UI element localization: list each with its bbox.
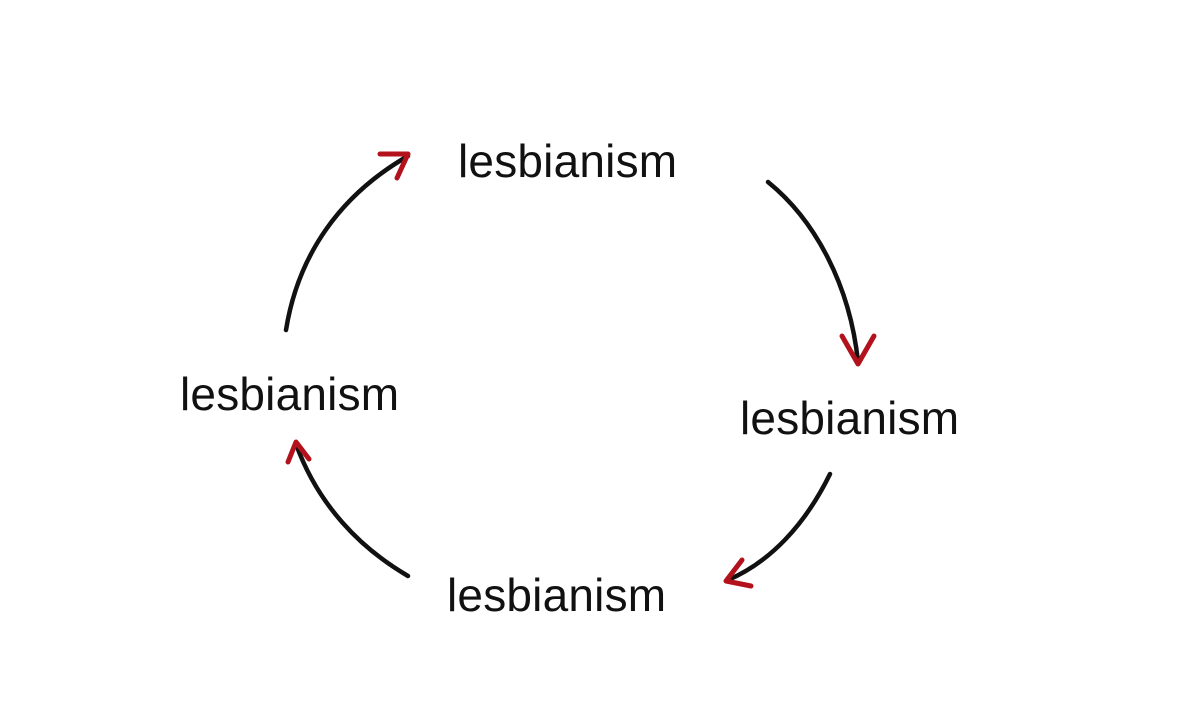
arrow-top-to-right: [765, 179, 861, 365]
arrow-right-to-bottom: [725, 471, 833, 583]
arrowhead-top-to-right: [839, 333, 877, 367]
arrowhead-right-to-bottom: [723, 557, 754, 589]
cycle-node-left: lesbianism: [180, 368, 400, 420]
arrow-bottom-to-left: [293, 441, 411, 579]
arrowhead-left-to-top: [377, 151, 411, 181]
cycle-node-right: lesbianism: [740, 392, 960, 444]
arrowhead-bottom-to-left: [285, 439, 312, 465]
cycle-node-top: lesbianism: [458, 135, 678, 187]
cycle-node-bottom: lesbianism: [447, 569, 667, 621]
arrow-left-to-top: [283, 153, 411, 333]
